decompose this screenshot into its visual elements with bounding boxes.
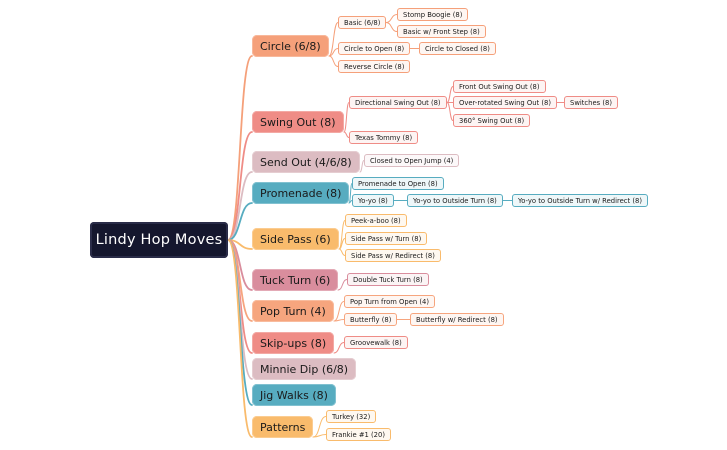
- subtopic-side-pass-redirect[interactable]: Side Pass w/ Redirect (8): [345, 249, 441, 262]
- topic-skip-ups[interactable]: Skip-ups (8): [252, 332, 335, 354]
- topic-tuck-turn[interactable]: Tuck Turn (6): [252, 269, 339, 291]
- link-subtopic-butterfly: [333, 319, 345, 322]
- subtopic-side-pass-turn[interactable]: Side Pass w/ Turn (8): [345, 232, 428, 245]
- link-subtopic-double-tuck-turn: [337, 279, 348, 291]
- subtopic-frankie[interactable]: Frankie #1 (20): [326, 428, 391, 441]
- subtopic-yoyo[interactable]: Yo-yo (8): [352, 194, 394, 207]
- subtopic-texas-tommy[interactable]: Texas Tommy (8): [349, 131, 419, 144]
- link-subtopic-basic: [328, 22, 339, 57]
- link-subtopic-directional-swing-out: [343, 102, 350, 133]
- link-subtopic-stomp-boogie: [385, 14, 398, 23]
- topic-promenade[interactable]: Promenade (8): [252, 182, 350, 204]
- subtopic-yoyo-outside-redirect[interactable]: Yo-yo to Outside Turn w/ Redirect (8): [512, 194, 648, 207]
- topic-circle[interactable]: Circle (6/8): [252, 35, 329, 57]
- link-subtopic-reverse-circle: [328, 55, 339, 67]
- subtopic-reverse-circle[interactable]: Reverse Circle (8): [338, 60, 411, 73]
- subtopic-pop-turn-from-open[interactable]: Pop Turn from Open (4): [344, 295, 435, 308]
- subtopic-peek-a-boo[interactable]: Peek-a-boo (8): [345, 214, 407, 227]
- subtopic-over-rotated-swing-out[interactable]: Over-rotated Swing Out (8): [453, 96, 557, 109]
- subtopic-basic-front-step[interactable]: Basic w/ Front Step (8): [397, 25, 486, 38]
- link-topic-patterns: [227, 239, 253, 438]
- topic-patterns[interactable]: Patterns: [252, 416, 314, 438]
- topic-send-out[interactable]: Send Out (4/6/8): [252, 151, 360, 173]
- link-subtopic-closed-to-open-jump: [359, 160, 365, 173]
- link-subtopic-groovewalk: [333, 342, 345, 354]
- topic-swing-out[interactable]: Swing Out (8): [252, 111, 344, 133]
- subtopic-butterfly[interactable]: Butterfly (8): [344, 313, 398, 326]
- central-topic[interactable]: Lindy Hop Moves: [90, 222, 228, 258]
- subtopic-directional-swing-out[interactable]: Directional Swing Out (8): [349, 96, 447, 109]
- subtopic-circle-to-open[interactable]: Circle to Open (8): [338, 42, 411, 55]
- subtopic-switches[interactable]: Switches (8): [564, 96, 618, 109]
- link-topic-swing-out: [227, 131, 253, 241]
- topic-side-pass[interactable]: Side Pass (6): [252, 228, 339, 250]
- subtopic-yoyo-outside-turn[interactable]: Yo-yo to Outside Turn (8): [407, 194, 503, 207]
- subtopic-360-swing-out[interactable]: 360° Swing Out (8): [453, 114, 531, 127]
- link-subtopic-360-swing-out: [446, 102, 454, 121]
- subtopic-double-tuck-turn[interactable]: Double Tuck Turn (8): [347, 273, 429, 286]
- subtopic-front-out-swing-out[interactable]: Front Out Swing Out (8): [453, 80, 546, 93]
- link-subtopic-texas-tommy: [343, 131, 350, 138]
- link-subtopic-side-pass-redirect: [338, 248, 346, 256]
- link-subtopic-turkey: [312, 416, 327, 438]
- link-topic-promenade: [227, 202, 253, 241]
- link-subtopic-yoyo: [348, 200, 353, 204]
- subtopic-turkey[interactable]: Turkey (32): [326, 410, 377, 423]
- topic-minnie-dip[interactable]: Minnie Dip (6/8): [252, 358, 357, 380]
- subtopic-basic[interactable]: Basic (6/8): [338, 16, 387, 29]
- link-subtopic-basic-front-step: [385, 22, 398, 32]
- subtopic-groovewalk[interactable]: Groovewalk (8): [344, 336, 408, 349]
- link-subtopic-frankie: [312, 434, 327, 438]
- topic-pop-turn[interactable]: Pop Turn (4): [252, 300, 334, 322]
- link-topic-circle: [227, 55, 253, 241]
- link-subtopic-pop-turn-from-open: [333, 301, 345, 322]
- subtopic-promenade-to-open[interactable]: Promenade to Open (8): [352, 177, 444, 190]
- topic-jig-walks[interactable]: Jig Walks (8): [252, 384, 336, 406]
- subtopic-circle-to-closed[interactable]: Circle to Closed (8): [419, 42, 496, 55]
- subtopic-stomp-boogie[interactable]: Stomp Boogie (8): [397, 8, 469, 21]
- subtopic-butterfly-redirect[interactable]: Butterfly w/ Redirect (8): [410, 313, 504, 326]
- subtopic-closed-to-open-jump[interactable]: Closed to Open Jump (4): [364, 154, 460, 167]
